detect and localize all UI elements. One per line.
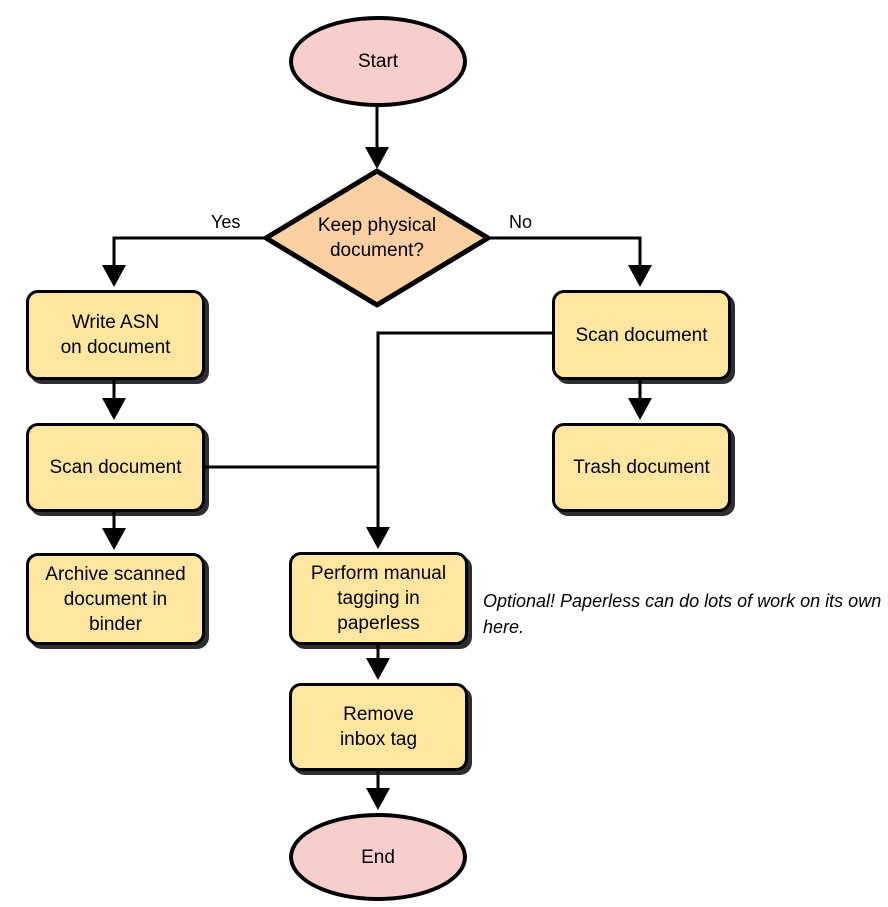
node-decision-keep-physical-document[interactable]: Keep physical document?	[266, 171, 488, 305]
node-decision-label: Keep physical document?	[317, 215, 437, 261]
node-start[interactable]: Start	[289, 16, 467, 107]
node-perform-manual-tagging[interactable]: Perform manual tagging in paperless	[289, 552, 468, 645]
node-scan-document-left-label: Scan document	[49, 457, 182, 478]
node-scan-document-left[interactable]: Scan document	[26, 423, 205, 512]
node-end[interactable]: End	[289, 813, 467, 901]
edge-yes-to-write-asn	[102, 236, 266, 287]
node-archive-scanned-document-in-binder[interactable]: Archive scanned document in binder	[26, 553, 205, 645]
edge-no-to-scan-right	[488, 236, 652, 287]
annotation-optional-note: Optional! Paperless can do lots of work …	[483, 591, 882, 637]
node-remove-inbox-tag-label: Remove inbox tag	[339, 704, 418, 750]
node-scan-document-right[interactable]: Scan document	[552, 290, 731, 380]
node-write-asn-label: Write ASN on document	[60, 312, 171, 358]
edge-label-no: No	[509, 212, 533, 232]
node-write-asn-on-document[interactable]: Write ASN on document	[26, 290, 205, 380]
node-start-label: Start	[357, 51, 399, 72]
decision-diamond-shape	[263, 168, 491, 308]
node-perform-manual-tagging-label: Perform manual tagging in paperless	[310, 563, 447, 634]
node-archive-label: Archive scanned document in binder	[45, 563, 186, 635]
node-trash-document-label: Trash document	[573, 457, 710, 478]
node-trash-document[interactable]: Trash document	[552, 423, 731, 512]
node-remove-inbox-tag[interactable]: Remove inbox tag	[289, 683, 468, 771]
edge-merge-to-tagging	[366, 331, 552, 549]
node-scan-document-right-label: Scan document	[575, 324, 708, 346]
node-end-label: End	[361, 846, 395, 868]
edge-label-yes: Yes	[211, 212, 241, 232]
